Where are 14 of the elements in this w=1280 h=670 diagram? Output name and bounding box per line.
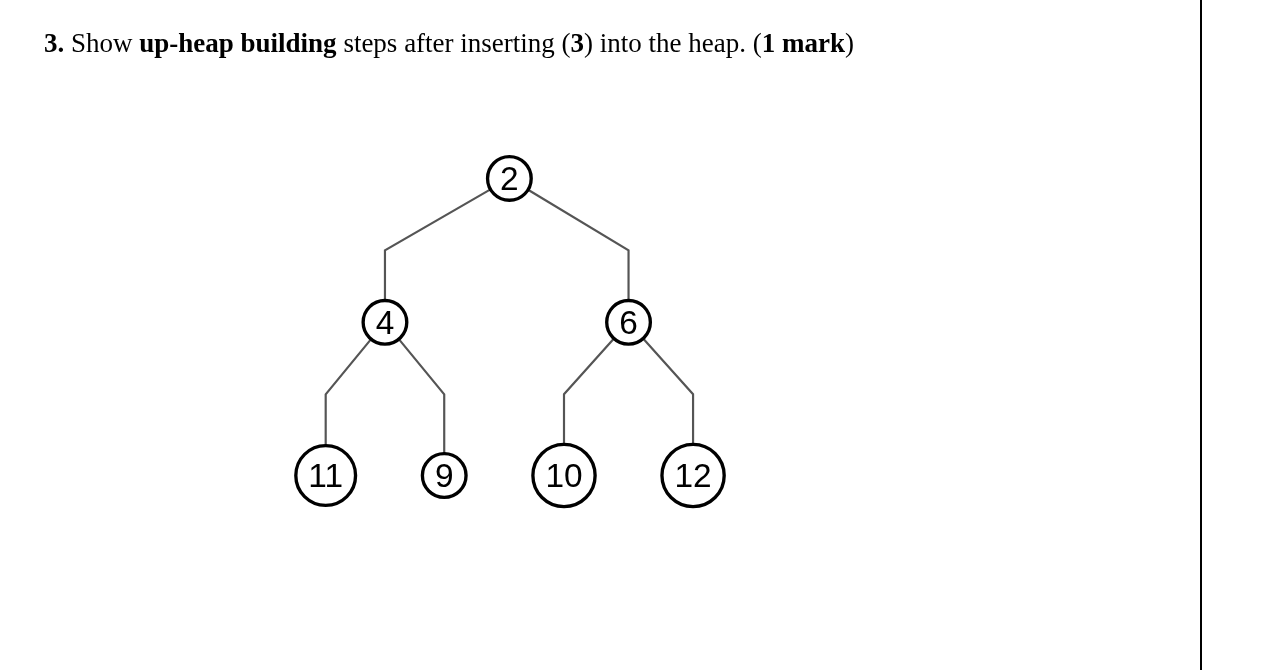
node-circle: 11	[294, 443, 358, 508]
node-circle: 4	[361, 298, 409, 346]
node-circle: 10	[531, 442, 597, 509]
connector	[562, 337, 615, 445]
connector	[324, 338, 372, 446]
connector	[642, 337, 695, 445]
node-circle: 2	[485, 154, 533, 202]
connector	[398, 338, 446, 454]
question-text: 3. Show up-heap building steps after inserting (3) into the heap. (1 mark)	[44, 28, 854, 59]
node-circle: 6	[605, 298, 653, 346]
node-circle: 9	[420, 452, 468, 499]
connector	[527, 188, 630, 301]
connector	[383, 188, 492, 301]
node-circle: 12	[660, 442, 726, 509]
